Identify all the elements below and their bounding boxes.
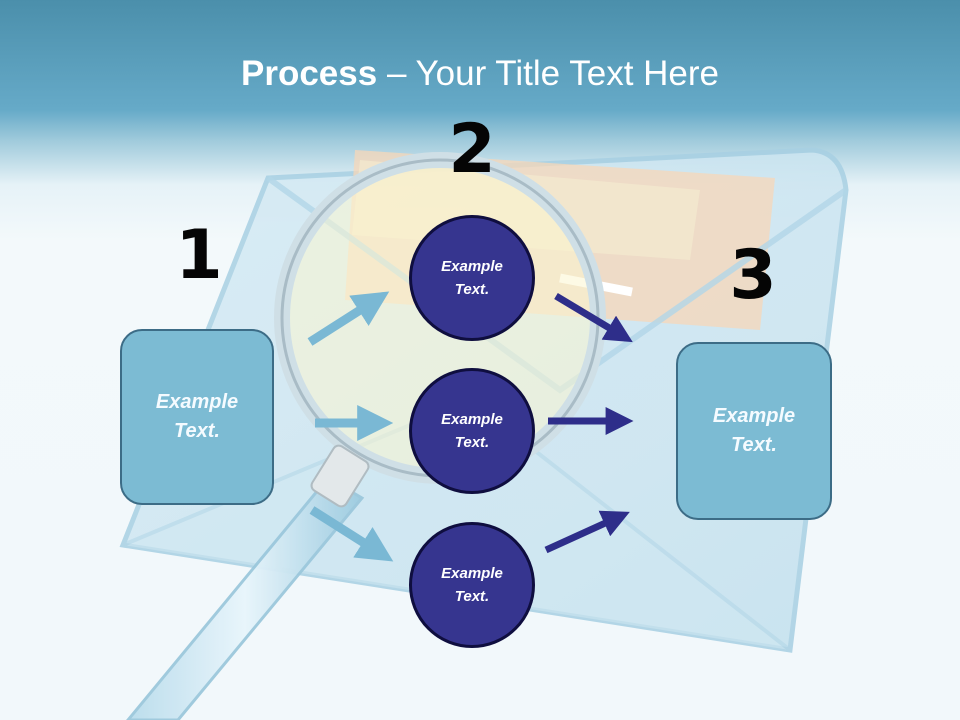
- step-number-3: 3: [729, 236, 777, 315]
- arrow-box1-to-circle3: [309, 506, 394, 562]
- circle-2-text: Example Text.: [441, 411, 503, 451]
- step-3-box: Example Text.: [676, 342, 832, 520]
- title-bold: Process: [241, 54, 378, 93]
- circle-1-text: Example Text.: [441, 258, 503, 298]
- circle-1: Example Text.: [409, 215, 535, 341]
- title-rest: – Your Title Text Here: [377, 54, 719, 93]
- arrow-box1-to-circle1: [307, 291, 390, 346]
- arrow-circle1-to-box3: [554, 292, 633, 343]
- arrow-circle3-to-box3: [544, 510, 630, 554]
- circle-3-text: Example Text.: [441, 565, 503, 605]
- step-number-2: 2: [448, 110, 496, 189]
- step-1-box: Example Text.: [120, 329, 274, 505]
- step-1-text: Example Text.: [155, 391, 239, 442]
- step-number-1: 1: [175, 216, 223, 295]
- step-3-text: Example Text.: [712, 405, 796, 456]
- circle-2: Example Text.: [409, 368, 535, 494]
- page-title: Process – Your Title Text Here: [0, 52, 960, 96]
- circle-3: Example Text.: [409, 522, 535, 648]
